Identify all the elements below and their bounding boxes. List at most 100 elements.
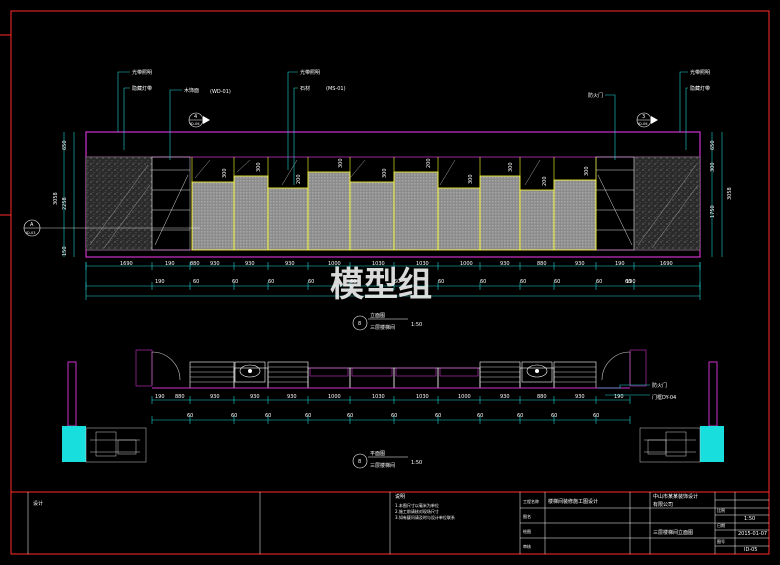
plan-dim-label: 930 xyxy=(575,394,585,400)
elevation-dim-top-label: 190 xyxy=(615,261,625,267)
plan-dim-label: 880 xyxy=(537,394,547,400)
plan-dim-sub-label: 60 xyxy=(517,413,523,419)
plan-bench xyxy=(553,361,597,389)
plan-dim-label: 1000 xyxy=(328,394,341,400)
tb-label-sheet: 图名 xyxy=(523,513,531,519)
plan-dim-label: 930 xyxy=(250,394,260,400)
tb-label-checked: 审核 xyxy=(523,543,531,549)
plan-bench xyxy=(267,361,309,389)
plan-dim-label: 930 xyxy=(287,394,297,400)
watermark: 模型组 xyxy=(330,265,432,305)
panel-height-label: 300 xyxy=(338,158,344,168)
plan-title: 平面图 xyxy=(370,451,385,457)
plan-dim-sub-label: 60 xyxy=(231,413,237,419)
callout-center-2: 石材 xyxy=(300,85,310,92)
tb-label-date: 日期 xyxy=(717,522,725,528)
elevation-dim-top-label: 930 xyxy=(500,261,510,267)
elevation-dim-bottom-label: 190 xyxy=(155,279,165,285)
tb-label-drawn: 绘图 xyxy=(523,528,531,534)
elevation-dim-top-label: 190 xyxy=(165,261,175,267)
tb-label-project: 工程名称 xyxy=(523,498,539,504)
plan-bench xyxy=(307,367,351,389)
elevation-dim-top-label: 1030 xyxy=(416,261,429,267)
left-dim-1: 650 xyxy=(62,140,68,150)
panel-height-label: 300 xyxy=(256,162,262,172)
plan-stair-right xyxy=(700,426,724,462)
mesh-panel xyxy=(349,181,395,251)
panel-height-label: 300 xyxy=(584,166,590,176)
elevation-dim-top-label: 1690 xyxy=(660,261,673,267)
tb-note-line-2: 2.施工前请核对现场尺寸 xyxy=(395,508,439,514)
right-dim-3: 1750 xyxy=(710,205,716,218)
plan-niche xyxy=(351,367,393,377)
elevation-dim-top-label: 1030 xyxy=(372,261,385,267)
elevation-dim-bottom-label: 60 xyxy=(480,279,486,285)
tb-project: 楼梯间装修施工图设计 xyxy=(548,498,598,505)
elevation-dim-bottom-label: 60 xyxy=(554,279,560,285)
left-dim-4: 150 xyxy=(62,246,68,256)
elevation-title-block: 8 立面图 三层楼梯间 1:50 xyxy=(352,312,422,331)
plan-scale: 1:50 xyxy=(411,460,422,466)
tb-company-2: 有限公司 xyxy=(653,501,673,508)
tb-note-line-1: 1.本图尺寸以毫米为单位 xyxy=(395,502,439,508)
plan-subtitle: 三层楼梯间 xyxy=(370,462,395,469)
callout-center-1: 光带照明 xyxy=(300,69,320,76)
callout-right-1: 光带照明 xyxy=(690,69,710,76)
elevation-dim-top-label: 880 xyxy=(537,261,547,267)
section-mark-left-sheet: ID-06 xyxy=(190,122,199,126)
elevation-dim-bottom-label: 60 xyxy=(625,279,631,285)
plan-dim-label: 1030 xyxy=(372,394,385,400)
callout-center-code: (MS-01) xyxy=(326,86,346,92)
elevation-dim-top-label: 880 xyxy=(190,261,200,267)
elevation-dim-bottom-label: 60 xyxy=(350,279,356,285)
tb-sheet-no: ID-05 xyxy=(744,547,758,553)
plan-dim-sub-label: 60 xyxy=(477,413,483,419)
tb-label-no: 图号 xyxy=(717,538,725,544)
left-dim-2: 3058 xyxy=(53,192,59,205)
tb-note-title: 说明 xyxy=(395,493,405,500)
plan-dim-label: 190 xyxy=(155,394,165,400)
left-reference-mark: A ID-03 xyxy=(23,219,200,237)
plan-bench xyxy=(437,367,481,389)
callout-right-2: 隐藏灯带 xyxy=(690,85,710,92)
right-dim-2: 300 xyxy=(710,162,716,172)
elevation-dim-top-label: 930 xyxy=(210,261,220,267)
elevation-subtitle: 三层楼梯间 xyxy=(370,324,395,331)
elevation-scale: 1:50 xyxy=(411,322,422,328)
plan-callout-2: 门框DY-04 xyxy=(652,394,676,401)
plan-dim-sub-label: 60 xyxy=(305,413,311,419)
callout-right-mid: 防火门 xyxy=(588,92,603,99)
mesh-panel xyxy=(437,187,481,251)
right-dim-4: 3058 xyxy=(727,187,733,200)
elevation-dim-bottom-label: 60 xyxy=(596,279,602,285)
plan-dim-label: 1000 xyxy=(458,394,471,400)
plan-dim-sub-label: 60 xyxy=(551,413,557,419)
plan-dim-sub-label: 60 xyxy=(593,413,599,419)
callout-center-left: 木饰面 xyxy=(184,87,199,94)
plan-bench xyxy=(479,361,521,389)
panel-height-label: 200 xyxy=(296,174,302,184)
plan-number: 8 xyxy=(358,459,361,465)
plan-dim-label: 930 xyxy=(500,394,510,400)
callout-left-1: 光带照明 xyxy=(132,69,152,76)
plan-basin-left xyxy=(234,361,266,383)
elevation-dim-top-label: 930 xyxy=(245,261,255,267)
callout-left-2: 隐藏灯带 xyxy=(132,85,152,92)
plan-dim-sub-label: 60 xyxy=(187,413,193,419)
mesh-panel xyxy=(307,171,351,251)
panel-height-label: 300 xyxy=(468,174,474,184)
plan-title-block: 8 平面图 三层楼梯间 1:50 xyxy=(352,451,422,469)
left-dim-3: 2258 xyxy=(62,197,68,210)
elevation-title: 立面图 xyxy=(370,312,385,319)
left-mark-num: A xyxy=(30,222,34,228)
plan-niche xyxy=(395,367,437,377)
plan-bench xyxy=(189,361,235,389)
elevation-dim-bottom-label: 60 xyxy=(520,279,526,285)
section-mark-left: 4 ID-06 xyxy=(188,112,210,128)
elevation-dim-bottom-label: 60 xyxy=(308,279,314,285)
plan-niche xyxy=(439,367,479,377)
right-dim-1: 650 xyxy=(710,140,716,150)
